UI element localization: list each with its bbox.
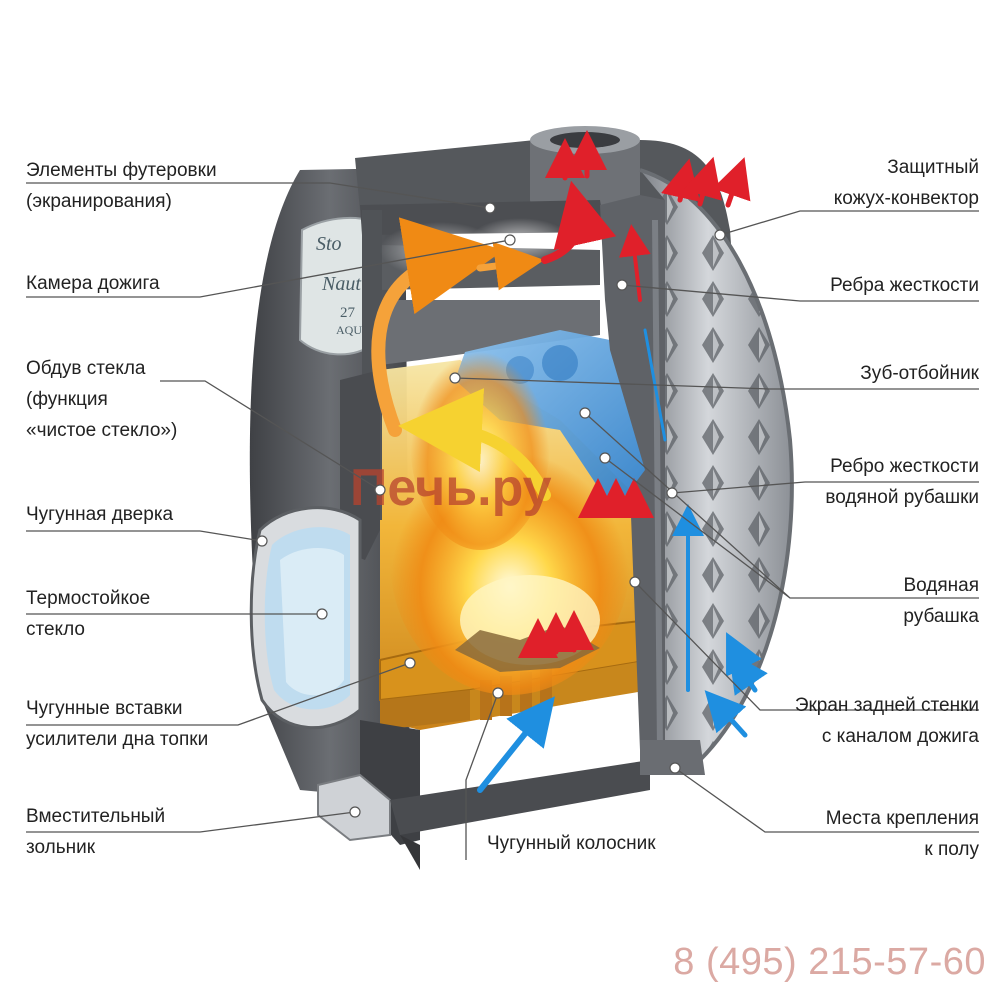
- label-glass-blow-line-1: Обдув стекла: [26, 358, 146, 379]
- label-water-jacket: Водяная рубашка: [903, 570, 979, 632]
- label-rib-water-line-2: водяной рубашки: [825, 487, 979, 508]
- label-ribs-line-1: Ребра жесткости: [830, 275, 979, 296]
- label-deflector-tooth: Зуб-отбойник: [860, 358, 979, 389]
- heat-resistant-glass: [264, 527, 350, 710]
- label-jacket-line-2: рубашка: [903, 606, 979, 627]
- label-afterburn-chamber: Камера дожига: [26, 268, 160, 299]
- label-cast-iron-door: Чугунная дверка: [26, 499, 173, 530]
- nameplate: Sto Naut 27 AQU: [298, 216, 373, 356]
- label-lining-line-1: Элементы футеровки: [26, 160, 217, 181]
- label-cast-iron-grate: Чугунный колосник: [487, 828, 656, 859]
- plate-text-3: 27: [340, 305, 356, 321]
- label-screen-line-2: с каналом дожига: [821, 726, 979, 747]
- label-inserts-line-2: усилители дна топки: [26, 729, 209, 750]
- label-inserts-line-1: Чугунные вставки: [26, 698, 183, 719]
- label-rear-screen: Экран задней стенки с каналом дожига: [795, 690, 979, 752]
- label-jacket-line-1: Водяная: [903, 575, 979, 596]
- callout-dot-icon: [256, 202, 726, 818]
- label-stiffening-ribs: Ребра жесткости: [830, 270, 979, 301]
- contact-phone: 8 (495) 215-57-60: [673, 941, 986, 983]
- convector-casing: [639, 168, 794, 762]
- label-glass-blow-line-3: «чистое стекло»): [26, 420, 178, 441]
- cast-iron-door: [249, 506, 362, 730]
- label-mounts-line-1: Места крепления: [825, 808, 979, 829]
- hot-air-arrow-icon: [518, 130, 751, 658]
- label-heat-resistant-glass: Термостойкое стекло: [26, 583, 150, 645]
- label-grate-line-1: Чугунный колосник: [487, 833, 656, 854]
- label-casing-line-1: Защитный: [887, 157, 979, 178]
- plate-text-2: Naut: [321, 273, 361, 295]
- label-convector-casing: Защитный кожух-конвектор: [834, 152, 979, 214]
- label-door-line-1: Чугунная дверка: [26, 504, 174, 525]
- label-lining-line-2: (экранирования): [26, 191, 172, 212]
- plate-text-1: Sto: [316, 233, 342, 255]
- label-floor-mounts: Места крепления к полу: [826, 803, 979, 865]
- label-rib-water-line-1: Ребро жесткости: [830, 456, 979, 477]
- label-glass-blow-line-2: (функция: [26, 389, 108, 410]
- label-ashpan: Вместительный зольник: [26, 801, 165, 863]
- rear-wall-screen: [600, 195, 665, 760]
- label-water-jacket-rib: Ребро жесткости водяной рубашки: [825, 451, 979, 513]
- label-glass-blow: Обдув стекла (функция «чистое стекло»): [26, 353, 177, 446]
- label-screen-line-1: Экран задней стенки: [794, 695, 979, 716]
- label-glass-line-2: стекло: [26, 619, 85, 640]
- floor-mount: [640, 740, 705, 775]
- leader-lines: [26, 182, 979, 860]
- label-afterburn-line-1: Камера дожига: [26, 273, 160, 294]
- plate-text-4: AQU: [336, 323, 362, 337]
- label-tooth-line-1: Зуб-отбойник: [860, 363, 979, 384]
- label-casing-line-2: кожух-конвектор: [833, 188, 979, 209]
- label-glass-line-1: Термостойкое: [26, 588, 151, 609]
- label-lining: Элементы футеровки (экранирования): [26, 155, 217, 217]
- label-mounts-line-2: к полу: [924, 839, 979, 860]
- label-cast-iron-inserts: Чугунные вставки усилители дна топки: [26, 693, 208, 755]
- flue-gas-arrows: [371, 180, 617, 501]
- label-ashpan-line-2: зольник: [26, 837, 96, 858]
- label-ashpan-line-1: Вместительный: [26, 806, 166, 827]
